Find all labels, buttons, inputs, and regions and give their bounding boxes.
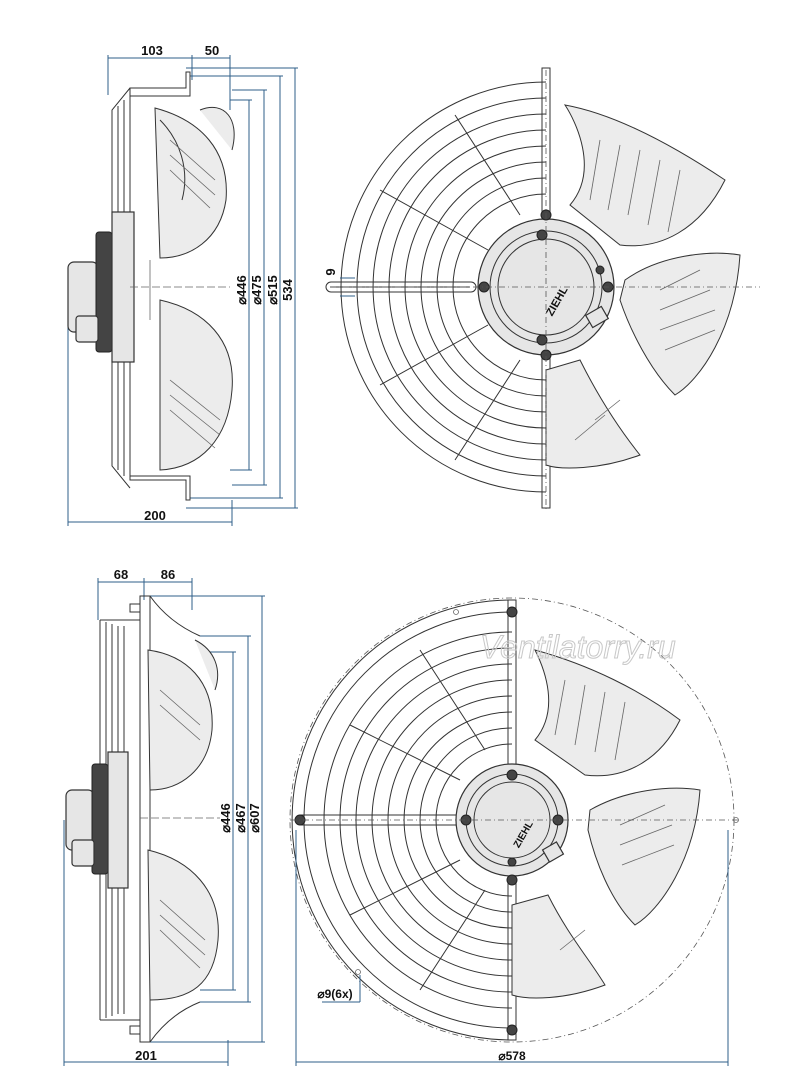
bottom-side-dia-607: ⌀607	[247, 803, 262, 833]
bottom-side-width-1: 68	[114, 567, 128, 582]
top-side-width-2: 50	[205, 43, 219, 58]
bottom-front-diameter: ⌀578	[498, 1049, 526, 1063]
bottom-side-width-2: 86	[161, 567, 175, 582]
bottom-front-hole-label: ⌀9(6x)	[317, 987, 352, 1001]
top-side-dia-446: ⌀446	[234, 275, 249, 305]
bottom-side-dia-467: ⌀467	[233, 803, 248, 833]
bottom-side-depth: 201	[135, 1048, 157, 1063]
bottom-side-dia-446: ⌀446	[218, 803, 233, 833]
top-side-dia-475: ⌀475	[249, 275, 264, 305]
top-front-hole-label: 9	[323, 268, 338, 275]
bottom-side-view	[63, 578, 265, 1066]
top-side-width-1: 103	[141, 43, 163, 58]
top-side-dia-515: ⌀515	[265, 275, 280, 305]
top-side-depth: 200	[144, 508, 166, 523]
top-front-view	[325, 67, 760, 510]
watermark: Ventilatorry.ru	[480, 629, 676, 665]
top-side-dia-534: 534	[280, 278, 295, 300]
bottom-front-view	[289, 597, 740, 1066]
top-side-view	[67, 55, 298, 526]
